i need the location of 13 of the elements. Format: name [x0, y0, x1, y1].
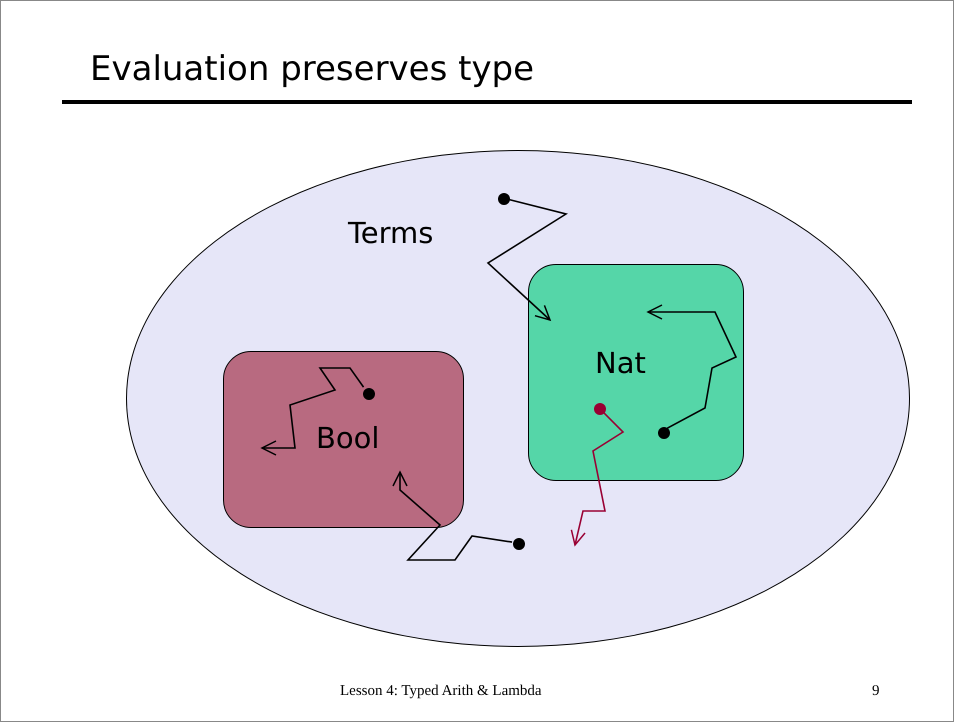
- arrow: [570, 410, 624, 546]
- arrow: [261, 367, 364, 456]
- bool-box: [223, 351, 464, 528]
- nat-box: [528, 264, 744, 481]
- node-label: Nat: [595, 349, 646, 378]
- arrow: [392, 471, 512, 561]
- arrow: [647, 304, 738, 429]
- arrow: [486, 198, 568, 321]
- footer-text: Lesson 4: Typed Arith & Lambda: [340, 682, 542, 701]
- node-label: Bool: [316, 424, 380, 453]
- slide-title: Evaluation preserves type: [90, 48, 534, 90]
- node-label: Terms: [348, 219, 434, 248]
- page-number: 9: [872, 682, 880, 701]
